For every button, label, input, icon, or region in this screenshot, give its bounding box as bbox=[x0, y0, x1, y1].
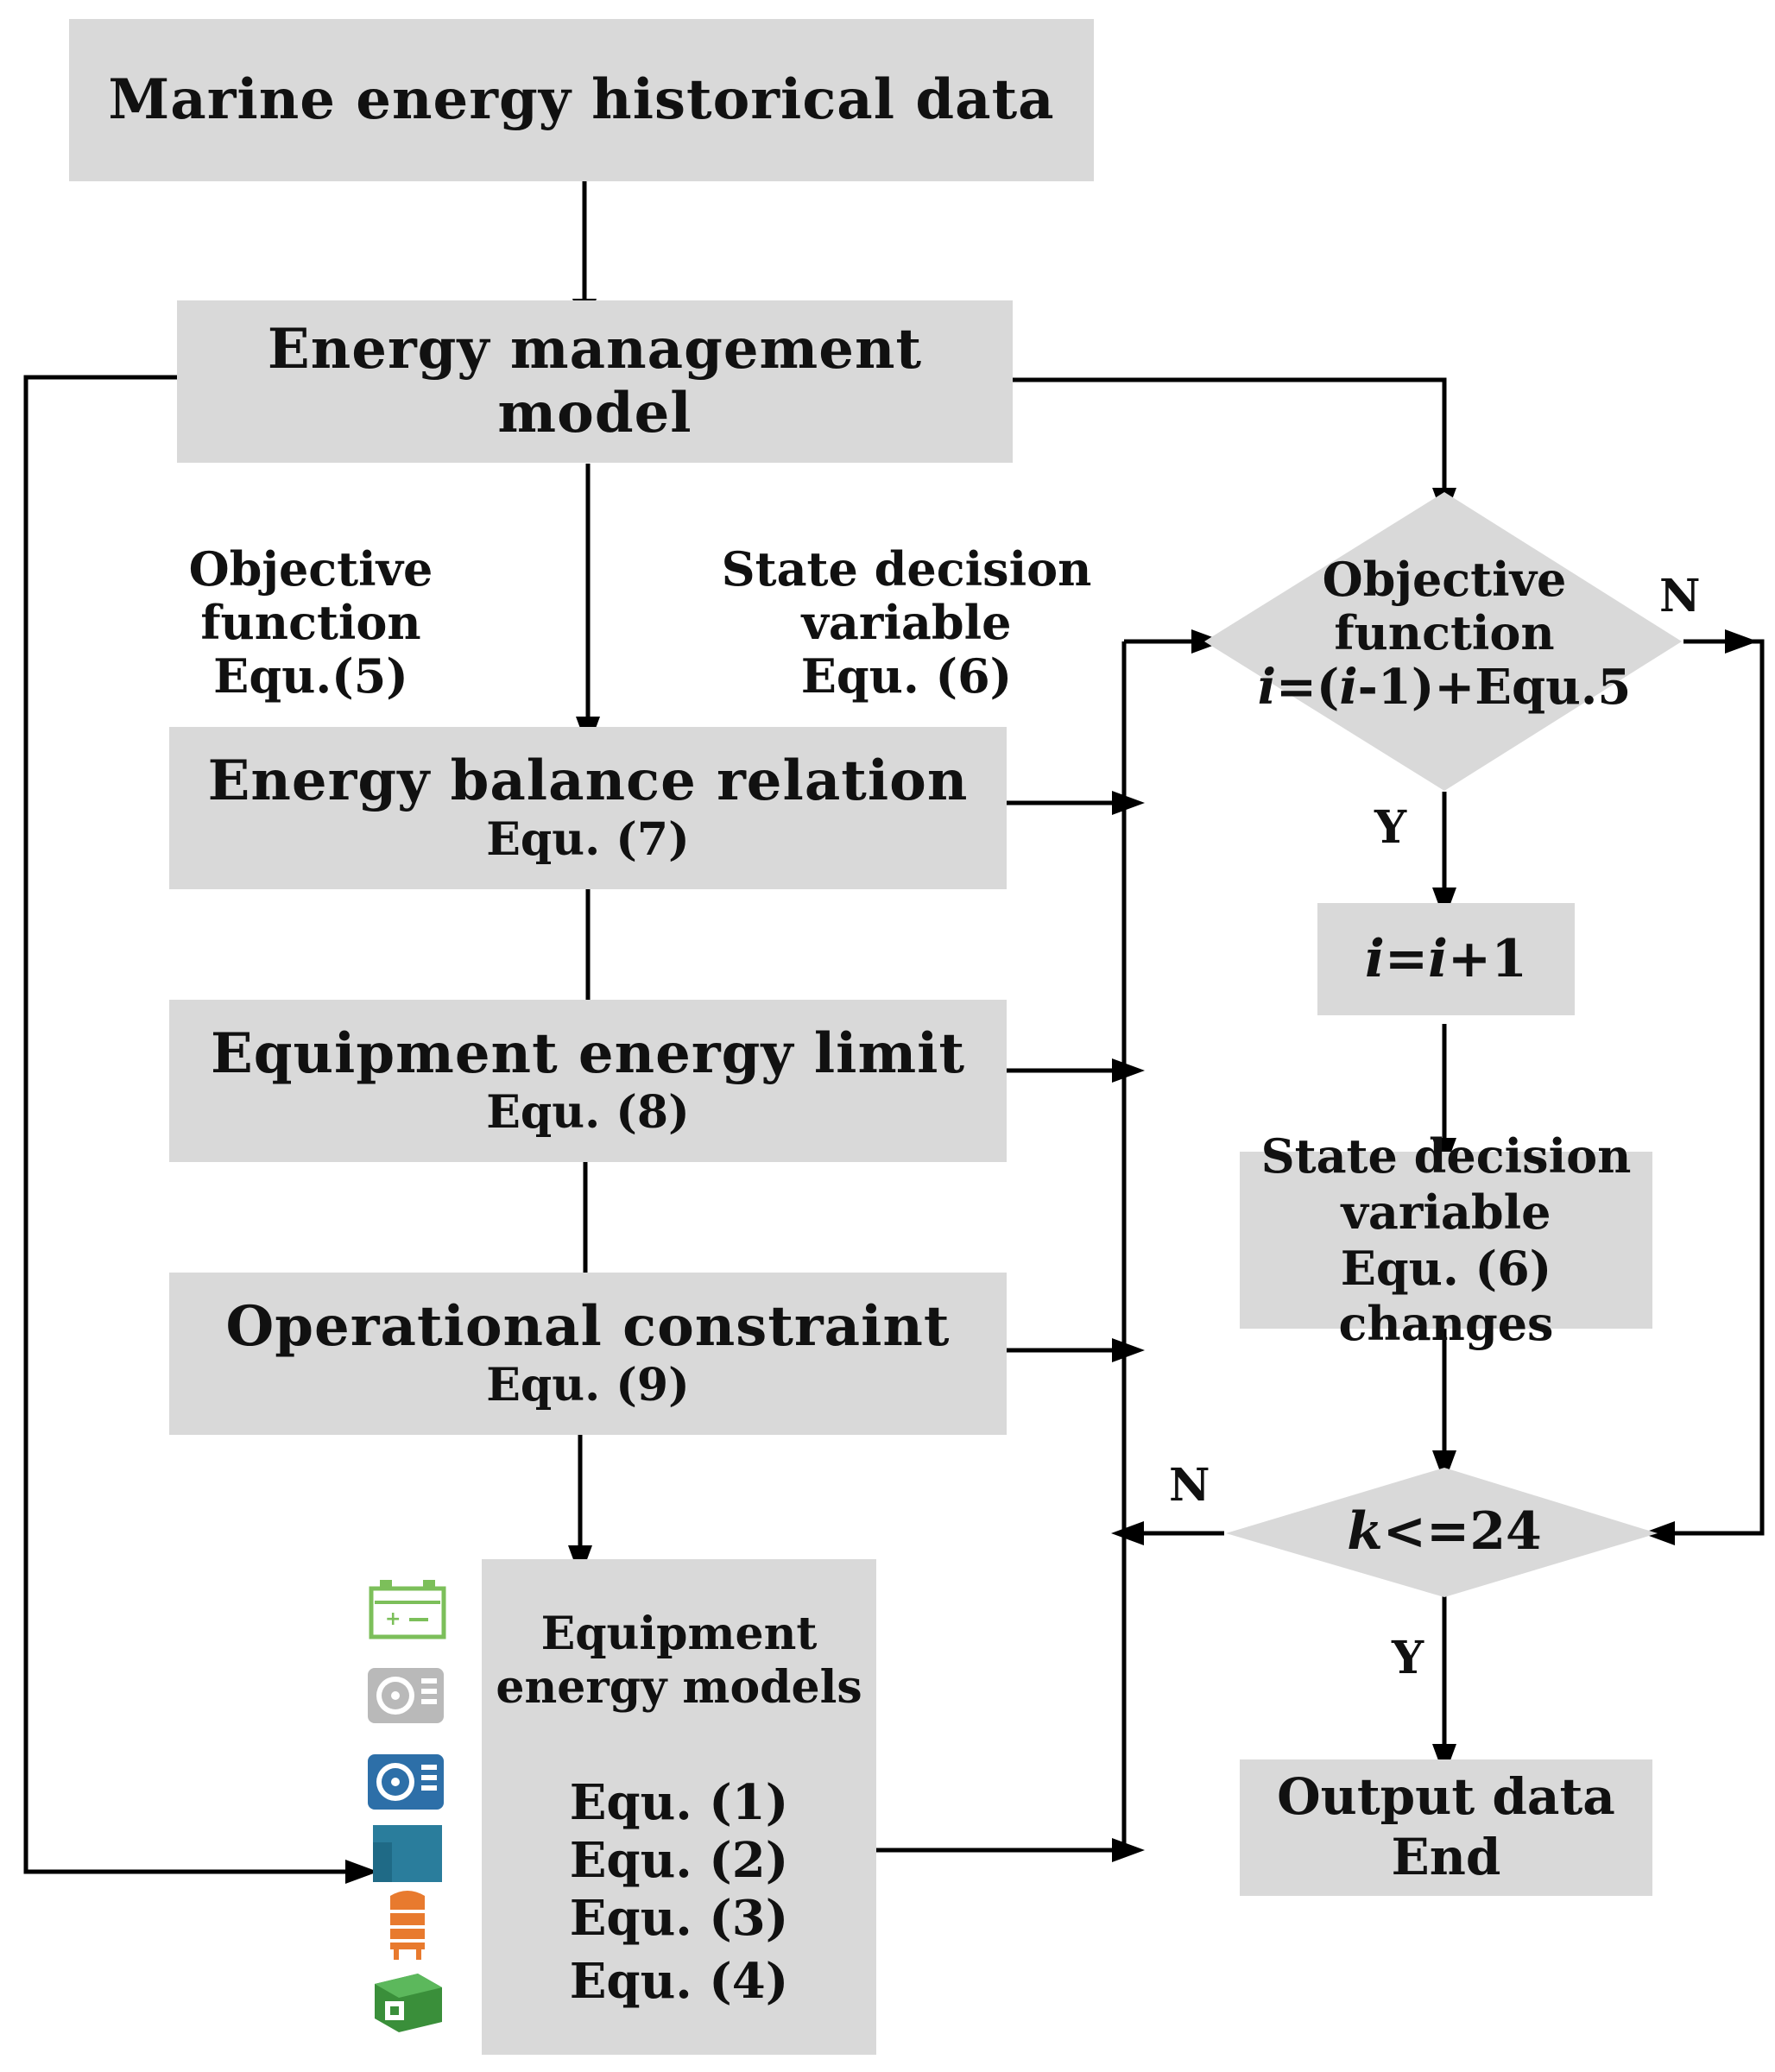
equipment-models-title-2: energy models bbox=[496, 1661, 862, 1715]
branch-y-objective: Y bbox=[1374, 801, 1407, 854]
state-decision-box-line3: Equ. (6) changes bbox=[1338, 1240, 1554, 1352]
svg-text:+: + bbox=[385, 1608, 401, 1630]
blue-tank-icon bbox=[373, 1825, 442, 1882]
operational-constraint-box: Operational constraint Equ. (9) bbox=[169, 1273, 1007, 1435]
state-decision-box: State decision variable Equ. (6) changes bbox=[1240, 1128, 1652, 1351]
equipment-equ-4: Equ. (4) bbox=[569, 1953, 789, 2011]
historical-data-label: Marine energy historical data bbox=[108, 67, 1055, 133]
decision-k-text: k<=24 bbox=[1278, 1502, 1611, 1562]
state-decision-label: State decision variable Equ. (6) bbox=[639, 542, 1174, 703]
output-end-box: Output data End bbox=[1240, 1759, 1652, 1896]
green-module-icon bbox=[375, 1974, 442, 2032]
orange-tower-icon bbox=[390, 1891, 425, 1960]
branch-n-k: N bbox=[1169, 1459, 1210, 1512]
equipment-energy-limit-equ: Equ. (8) bbox=[486, 1085, 690, 1139]
state-decision-text: State decision variable bbox=[721, 541, 1092, 651]
equipment-models-title-1: Equipment bbox=[540, 1608, 818, 1660]
gray-fan-unit-icon bbox=[368, 1668, 444, 1723]
increment-rest: +1 bbox=[1447, 929, 1527, 989]
state-decision-box-line1: State decision bbox=[1260, 1128, 1632, 1184]
decision-objective-b: -1)+Equ.5 bbox=[1357, 659, 1632, 717]
increment-box: i=i+1 bbox=[1317, 903, 1575, 1015]
decision-diamond-k bbox=[1226, 1468, 1658, 1597]
decision-k-var: k bbox=[1347, 1501, 1383, 1562]
energy-balance-equ: Equ. (7) bbox=[486, 812, 690, 866]
decision-k-rest: <=24 bbox=[1382, 1501, 1542, 1562]
decision-objective-a: =( bbox=[1275, 659, 1340, 717]
historical-data-box: Marine energy historical data bbox=[69, 19, 1094, 181]
equipment-equ-2: Equ. (2) bbox=[569, 1831, 789, 1889]
decision-objective-text: Objective function i=(i-1)+Equ.5 bbox=[1243, 553, 1646, 716]
energy-management-model-label: Energy management model bbox=[267, 317, 923, 445]
decision-objective-i: i bbox=[1257, 659, 1276, 717]
decision-objective-line1: Objective bbox=[1322, 552, 1567, 607]
output-data-label: Output data bbox=[1277, 1767, 1615, 1827]
increment-label: i=i+1 bbox=[1365, 929, 1527, 989]
equipment-equ-1: Equ. (1) bbox=[569, 1773, 789, 1831]
state-decision-box-line2: variable bbox=[1341, 1184, 1551, 1240]
branch-n-objective: N bbox=[1659, 570, 1701, 622]
branch-y-k: Y bbox=[1392, 1632, 1424, 1684]
objective-function-text: Objective function bbox=[188, 541, 433, 651]
increment-i1: i bbox=[1365, 929, 1385, 989]
operational-constraint-equ: Equ. (9) bbox=[486, 1358, 690, 1412]
equipment-energy-models-box: Equipment energy models Equ. (1) Equ. (2… bbox=[482, 1559, 876, 2055]
energy-management-model-box: Energy management model bbox=[177, 300, 1013, 463]
equipment-energy-limit-title: Equipment energy limit bbox=[210, 1021, 966, 1086]
decision-objective-line2: function bbox=[1334, 605, 1555, 661]
end-label: End bbox=[1391, 1828, 1501, 1886]
decision-diamond-objective bbox=[1204, 492, 1682, 791]
increment-eq: = bbox=[1384, 929, 1429, 989]
objective-function-label: Objective function Equ.(5) bbox=[86, 542, 535, 703]
battery-icon: + bbox=[369, 1580, 446, 1639]
energy-balance-title: Energy balance relation bbox=[207, 749, 969, 813]
operational-constraint-title: Operational constraint bbox=[225, 1294, 951, 1359]
increment-i2: i bbox=[1428, 929, 1448, 989]
energy-balance-box: Energy balance relation Equ. (7) bbox=[169, 727, 1007, 889]
objective-function-equ: Equ.(5) bbox=[213, 648, 408, 704]
decision-objective-line3: i=(i-1)+Equ.5 bbox=[1243, 660, 1646, 715]
decision-objective-i2: i bbox=[1339, 659, 1358, 717]
blue-fan-unit-icon bbox=[368, 1754, 444, 1810]
equipment-energy-limit-box: Equipment energy limit Equ. (8) bbox=[169, 1000, 1007, 1162]
state-decision-equ: Equ. (6) bbox=[800, 648, 1013, 704]
equipment-equ-3: Equ. (3) bbox=[569, 1890, 789, 1948]
